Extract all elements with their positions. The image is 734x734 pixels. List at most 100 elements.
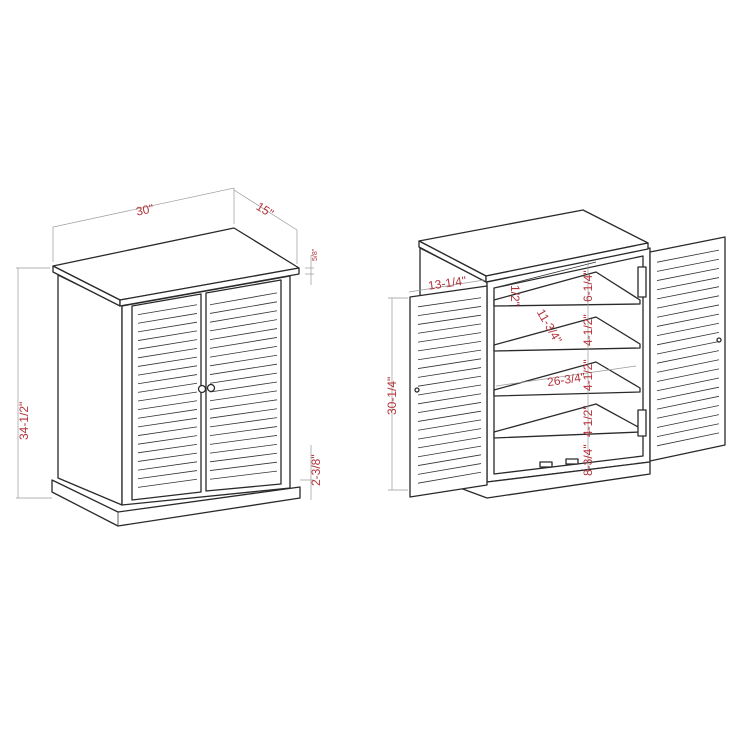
right-knob — [206, 383, 216, 393]
louver-slat — [209, 435, 278, 445]
door-width-label: 13-1/4" — [427, 274, 467, 293]
louver-slat — [137, 409, 198, 419]
louver-slat — [209, 328, 278, 341]
louver-slat — [417, 340, 482, 352]
shelf-thickness-label: 1/2" — [508, 285, 522, 306]
louver-slat — [137, 417, 198, 428]
louver-slat — [417, 358, 482, 369]
louver-slat — [209, 426, 278, 437]
louver-slat — [417, 384, 482, 396]
open-right-door — [649, 236, 726, 462]
height-label: 34-1/2" — [17, 402, 31, 440]
gap-3-label: 4-1/2" — [581, 405, 595, 437]
louver-slat — [209, 417, 278, 428]
louver-slat — [137, 435, 198, 445]
louver-slat — [656, 249, 720, 263]
louver-slat — [417, 410, 482, 422]
open-cabinet-drawing — [409, 209, 726, 499]
louver-slat — [656, 350, 720, 364]
shelf-pin — [565, 458, 579, 465]
side-panel — [57, 274, 123, 506]
gap-2-label: 4-1/2" — [581, 359, 595, 391]
louver-slat — [209, 408, 278, 419]
louver-slat — [209, 372, 278, 384]
louver-slat — [209, 345, 278, 358]
louver-slat — [417, 393, 482, 405]
louver-slat — [209, 452, 278, 463]
louver-slat — [417, 332, 482, 343]
shelf-pin — [539, 461, 553, 468]
louver-slat — [209, 319, 278, 332]
louver-slat — [209, 363, 278, 375]
louver-slat — [656, 295, 720, 309]
louver-slat — [656, 359, 720, 373]
louver-slat — [417, 402, 482, 414]
top-thickness-label: 5/8" — [312, 248, 319, 261]
shelf — [493, 271, 641, 307]
left-door-knob — [414, 387, 420, 393]
louver-slat — [656, 432, 720, 447]
louver-slat — [209, 399, 278, 410]
open-dimensions: 13-1/4" 30-1/4" 1/2" 11-3/4" 26-3/4" 6-1… — [385, 262, 637, 491]
louver-slat — [137, 400, 198, 411]
louver-slat — [137, 347, 198, 359]
louver-slat — [417, 436, 482, 449]
louver-slat — [417, 349, 482, 361]
top-hinge — [637, 266, 647, 298]
shelf — [493, 316, 641, 352]
louver-slat — [417, 306, 482, 317]
top-gap-label: 6-1/4" — [581, 270, 595, 302]
louver-slat — [656, 377, 720, 392]
width-label: 30" — [135, 201, 155, 218]
right-door — [205, 279, 282, 492]
closed-cabinet-drawing — [51, 227, 301, 527]
louver-slat — [417, 367, 482, 378]
louver-slat — [417, 323, 482, 334]
louver-slat — [209, 443, 278, 454]
louver-slat — [656, 368, 720, 382]
louver-slat — [209, 470, 278, 480]
louver-slat — [656, 414, 720, 428]
louver-slat — [209, 292, 278, 306]
louver-slat — [656, 277, 720, 291]
louver-slat — [417, 428, 482, 440]
depth-label: 15" — [254, 199, 276, 220]
door-height-label: 30-1/4" — [385, 377, 399, 415]
louver-slat — [656, 304, 720, 318]
louver-slat — [656, 395, 720, 410]
louver-slat — [656, 322, 720, 337]
bottom-gap-label: 8-3/4" — [581, 444, 595, 476]
louver-slat — [137, 426, 198, 436]
louver-slat — [209, 390, 278, 402]
louver-slat — [137, 391, 198, 402]
louver-slat — [137, 461, 198, 471]
louver-slat — [656, 258, 720, 272]
louver-slat — [656, 331, 720, 346]
louver-slat — [209, 381, 278, 393]
louver-slat — [137, 470, 198, 480]
louver-slat — [137, 356, 198, 367]
louver-slat — [137, 452, 198, 462]
louver-slat — [137, 365, 198, 376]
base-height-label: 2-3/8" — [309, 454, 323, 486]
louver-slat — [417, 419, 482, 431]
louver-slat — [656, 313, 720, 327]
louver-slat — [656, 386, 720, 401]
open-left-door — [409, 285, 488, 498]
louver-slat — [209, 354, 278, 367]
louver-slat — [417, 314, 482, 325]
gap-1-label: 4-1/2" — [581, 314, 595, 346]
louver-slat — [137, 339, 198, 350]
louver-slat — [209, 461, 278, 471]
louver-slat — [417, 454, 482, 466]
left-knob — [197, 384, 207, 394]
louver-slat — [417, 463, 482, 475]
louver-slat — [417, 297, 482, 308]
louver-slat — [417, 375, 482, 387]
louver-slat — [137, 443, 198, 454]
louver-slat — [656, 341, 720, 355]
louver-slat — [656, 405, 720, 419]
louver-slat — [137, 374, 198, 385]
louver-slat — [137, 313, 198, 324]
